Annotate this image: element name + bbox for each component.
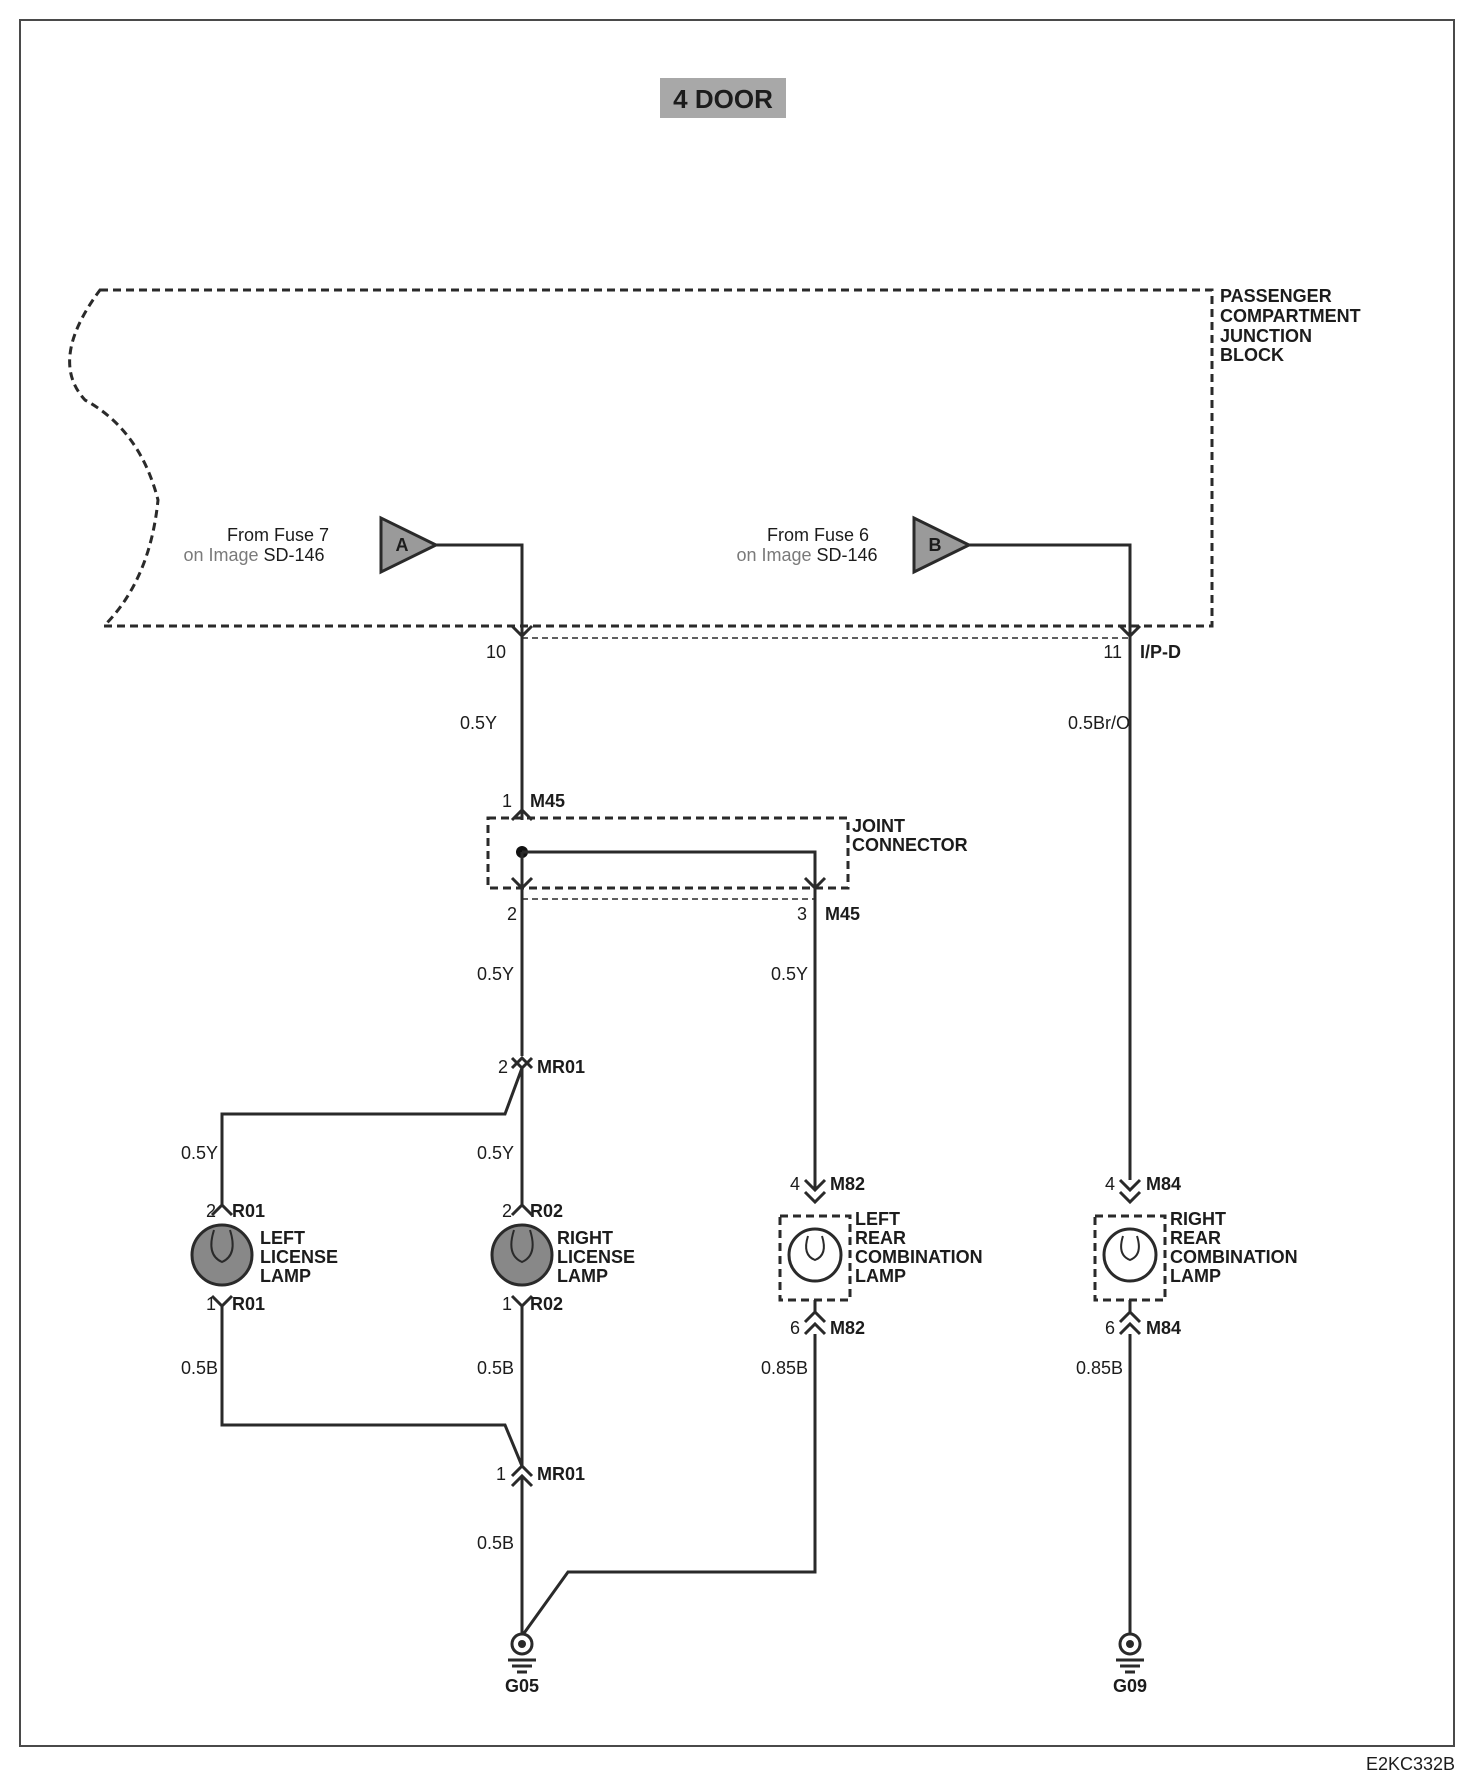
diagram-frame [19, 19, 1455, 1747]
mr01-pin-1-chevron-a-icon [510, 1463, 534, 1478]
pin-jb-10: 10 [486, 642, 506, 662]
m82-pin-6-chevron-b-icon [803, 1321, 827, 1336]
pin-11-chevron-icon [1118, 624, 1142, 639]
connector-r01-top: R01 [232, 1201, 265, 1221]
source-b-marker: B [929, 535, 942, 555]
connector-m45-top: M45 [530, 791, 565, 811]
wire-label-m84-bot: 0.85B [1076, 1358, 1123, 1378]
wire-left-license-ground [220, 1306, 524, 1467]
wire-label-right-lamp-top: 0.5Y [477, 1143, 514, 1163]
wire-label-right-lamp-bot: 0.5B [477, 1358, 514, 1378]
pin-r02-1: 1 [502, 1294, 512, 1314]
source-b-fuse-label: From Fuse 6 [767, 525, 869, 545]
pin-m84-4: 4 [1105, 1174, 1115, 1194]
diagram-title: 4 DOOR [673, 84, 773, 114]
pin-mr01-2: 2 [498, 1057, 508, 1077]
right-license-lamp-icon [490, 1223, 554, 1287]
r02-pin-1-chevron-icon [510, 1294, 534, 1309]
ground-g09-icon [1116, 1632, 1144, 1674]
source-a-marker: A [396, 535, 409, 555]
connector-m82-bottom: M82 [830, 1318, 865, 1338]
source-b-ref: on Image SD-146 [736, 545, 877, 565]
right-rear-filament-icon [1120, 1235, 1140, 1262]
pin-mr01-1: 1 [496, 1464, 506, 1484]
connector-m84-top: M84 [1146, 1174, 1181, 1194]
right-license-filament-icon [510, 1229, 534, 1264]
left-license-filament-icon [210, 1229, 234, 1264]
source-a-triangle-icon [379, 515, 440, 575]
source-a-wire [436, 543, 524, 626]
wire-label-m45-3: 0.5Y [771, 964, 808, 984]
m82-pin-4-chevron-a-icon [803, 1178, 827, 1193]
pin-m82-4: 4 [790, 1174, 800, 1194]
connector-r02-bottom: R02 [530, 1294, 563, 1314]
source-a-ref: on Image SD-146 [183, 545, 324, 565]
m84-pin-4-chevron-b-icon [1118, 1190, 1142, 1205]
connector-m82-top: M82 [830, 1174, 865, 1194]
source-a-fuse-label: From Fuse 7 [227, 525, 329, 545]
wire-m82-to-g05 [520, 1334, 817, 1637]
m82-pin-4-chevron-b-icon [803, 1190, 827, 1205]
connector-ipd: I/P-D [1140, 642, 1181, 662]
figure-code: E2KC332B [1366, 1754, 1455, 1774]
joint-connector-box [486, 816, 850, 890]
wire-label-a-top: 0.5Y [460, 713, 497, 733]
wire-label-left-lamp-top: 0.5Y [181, 1143, 218, 1163]
left-rear-filament-icon [805, 1235, 825, 1262]
m84-pin-6-chevron-a-icon [1118, 1309, 1142, 1324]
pin-jb-11: 11 [1103, 642, 1122, 662]
ground-g05-label: G05 [505, 1676, 539, 1696]
pin-r01-1: 1 [206, 1294, 216, 1314]
pin-10-chevron-icon [510, 624, 534, 639]
m45-pin-1-chevron-icon [510, 807, 534, 822]
r01-pin-2-chevron-icon [210, 1202, 234, 1217]
right-rear-lamp-icon [1102, 1227, 1158, 1283]
left-license-lamp-icon [190, 1223, 254, 1287]
pin-m45-1: 1 [502, 791, 512, 811]
pin-m45-2: 2 [507, 904, 517, 924]
title-badge [660, 78, 786, 118]
connector-r01-bottom: R01 [232, 1294, 265, 1314]
left-rear-lamp-label: LEFT REAR COMBINATION LAMP [855, 1209, 988, 1286]
connector-mr01-top: MR01 [537, 1057, 585, 1077]
ground-g09-label: G09 [1113, 1676, 1147, 1696]
ground-g05-icon [508, 1632, 536, 1674]
junction-block-name: PASSENGER COMPARTMENT JUNCTION BLOCK [1220, 286, 1366, 365]
m84-pin-6-chevron-b-icon [1118, 1321, 1142, 1336]
wire-label-m82-bot: 0.85B [761, 1358, 808, 1378]
pin-r01-2: 2 [206, 1201, 216, 1221]
junction-block-shape [68, 288, 1214, 628]
r02-pin-2-chevron-icon [510, 1202, 534, 1217]
left-license-lamp-label: LEFT LICENSE LAMP [260, 1228, 343, 1286]
wire-label-m45-2: 0.5Y [477, 964, 514, 984]
connector-m45-bottom: M45 [825, 904, 860, 924]
wire-label-mr01-bot: 0.5B [477, 1533, 514, 1553]
pin-r02-2: 2 [502, 1201, 512, 1221]
connector-m84-bottom: M84 [1146, 1318, 1181, 1338]
right-license-lamp-label: RIGHT LICENSE LAMP [557, 1228, 640, 1286]
pin-m45-3: 3 [797, 904, 807, 924]
source-b-wire [969, 543, 1132, 626]
connector-r02-top: R02 [530, 1201, 563, 1221]
pin-m82-6: 6 [790, 1318, 800, 1338]
m84-pin-4-chevron-a-icon [1118, 1178, 1142, 1193]
connector-mr01-bottom: MR01 [537, 1464, 585, 1484]
source-b-triangle-icon [912, 515, 973, 575]
m82-pin-6-chevron-a-icon [803, 1309, 827, 1324]
wire-label-b-top: 0.5Br/O [1068, 713, 1130, 733]
pin-m84-6: 6 [1105, 1318, 1115, 1338]
mr01-pin-2-chevron-b-icon [510, 1055, 534, 1070]
wire-left-license-feed [220, 1067, 524, 1205]
right-rear-lamp-label: RIGHT REAR COMBINATION LAMP [1170, 1209, 1303, 1286]
joint-bus [522, 850, 817, 888]
left-rear-lamp-icon [787, 1227, 843, 1283]
wire-label-left-lamp-bot: 0.5B [181, 1358, 218, 1378]
joint-connector-label: JOINT CONNECTOR [852, 816, 968, 855]
